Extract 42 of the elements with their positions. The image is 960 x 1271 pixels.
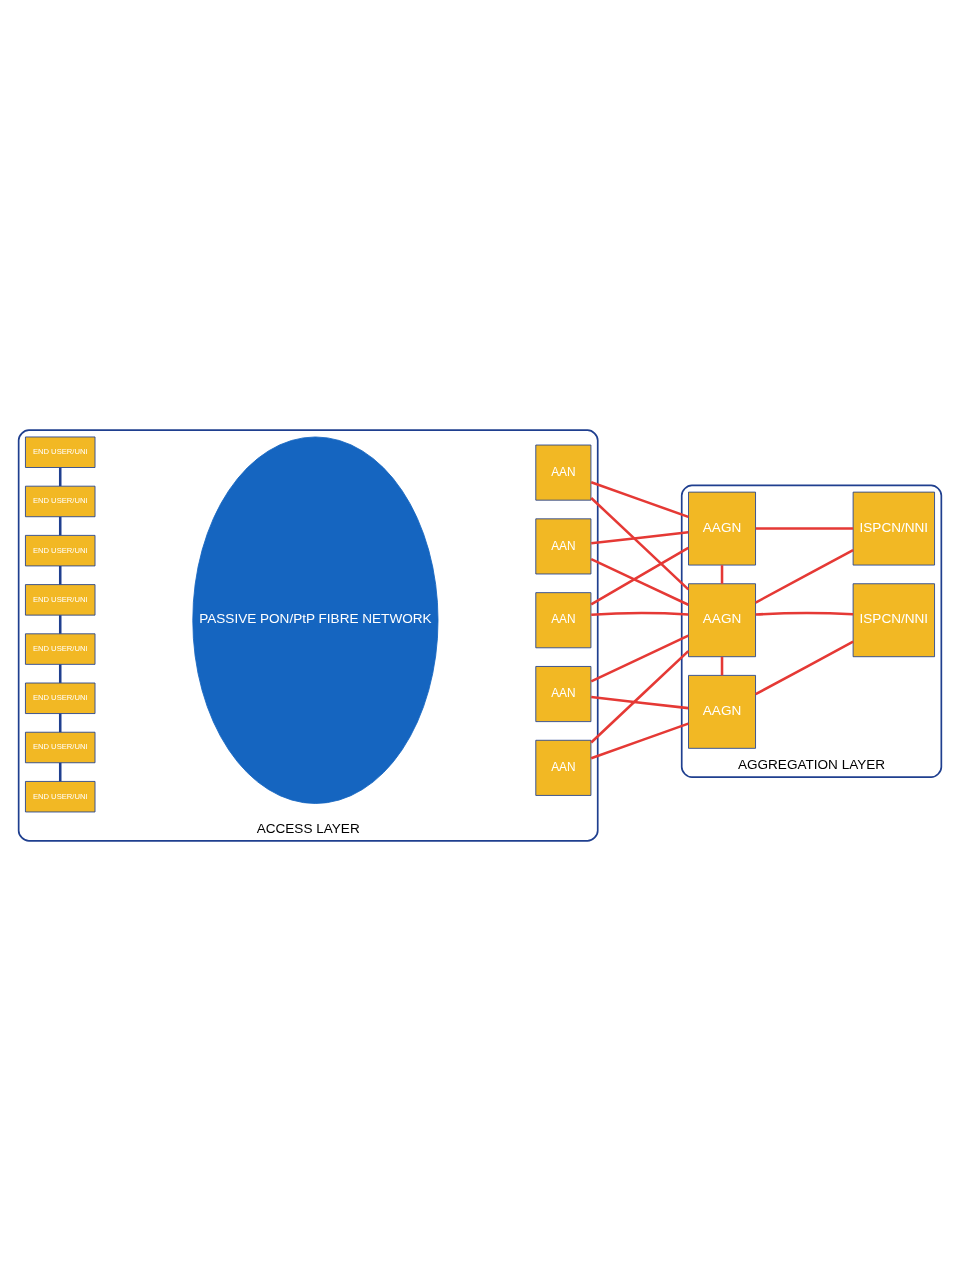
node-box: ISPCN/NNI xyxy=(852,583,935,658)
connector xyxy=(590,481,689,519)
node-box: END USER/UNI xyxy=(25,534,96,567)
node-box: END USER/UNI xyxy=(25,682,96,714)
node-box: END USER/UNI xyxy=(25,584,96,616)
connector xyxy=(58,762,62,782)
node-box: END USER/UNI xyxy=(25,781,96,813)
node-box: END USER/UNI xyxy=(25,436,96,468)
node-box: END USER/UNI xyxy=(25,633,96,665)
connector xyxy=(590,650,690,744)
connector xyxy=(590,634,689,683)
connector xyxy=(590,722,689,760)
connector xyxy=(58,615,62,634)
node-box: AAN xyxy=(535,592,592,649)
node-ellipse: PASSIVE PON/PtP FIBRE NETWORK xyxy=(192,436,439,804)
node-box: AAGN xyxy=(688,674,756,749)
connector xyxy=(755,640,854,696)
connector xyxy=(58,664,62,683)
connector xyxy=(58,566,62,585)
connector xyxy=(590,557,689,606)
connector xyxy=(720,565,724,584)
connector xyxy=(58,713,62,733)
connector xyxy=(591,611,689,617)
connector xyxy=(720,656,724,676)
connector xyxy=(591,695,689,710)
node-box: AAGN xyxy=(688,491,756,566)
connector xyxy=(755,527,854,530)
connector xyxy=(755,611,854,616)
connector xyxy=(591,531,689,545)
connector xyxy=(755,548,854,604)
node-box: AAN xyxy=(535,739,592,796)
node-box: ISPCN/NNI xyxy=(852,491,935,566)
node-box: AAN xyxy=(535,666,592,723)
connector xyxy=(590,497,690,591)
connector xyxy=(58,516,62,536)
node-box: AAGN xyxy=(688,583,756,658)
connector xyxy=(590,546,689,606)
node-box: AAN xyxy=(535,518,592,575)
node-box: END USER/UNI xyxy=(25,485,96,518)
node-box: AAN xyxy=(535,444,592,501)
node-box: END USER/UNI xyxy=(25,731,96,764)
connector xyxy=(58,467,62,487)
